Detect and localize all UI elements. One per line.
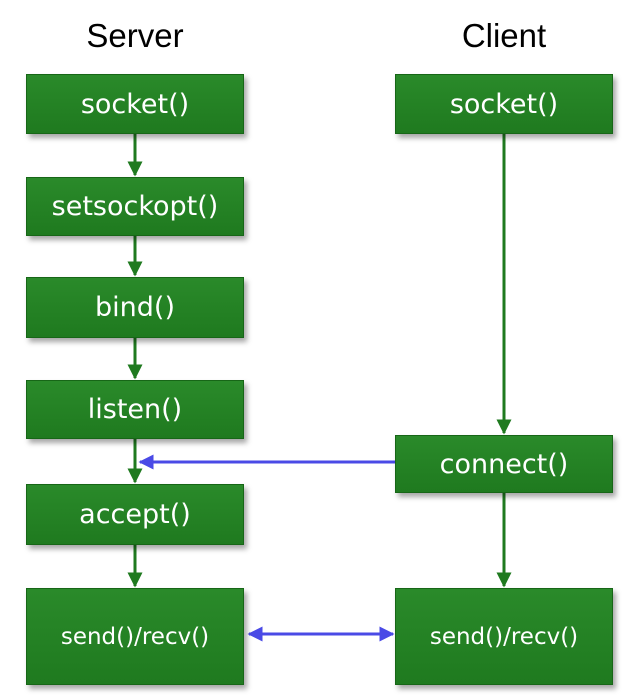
client-connect-box: connect()	[395, 435, 613, 493]
client-send-recv-box: send()/recv()	[395, 588, 613, 685]
server-column-title: Server	[86, 17, 184, 54]
server-setsockopt-box: setsockopt()	[26, 177, 244, 236]
server-accept-box: accept()	[26, 484, 244, 545]
server-bind-box: bind()	[26, 277, 244, 338]
client-socket-box: socket()	[395, 74, 613, 134]
server-listen-box: listen()	[26, 380, 244, 439]
server-send-recv-box: send()/recv()	[26, 588, 244, 685]
server-socket-box: socket()	[26, 74, 244, 134]
client-column-title: Client	[461, 17, 547, 54]
